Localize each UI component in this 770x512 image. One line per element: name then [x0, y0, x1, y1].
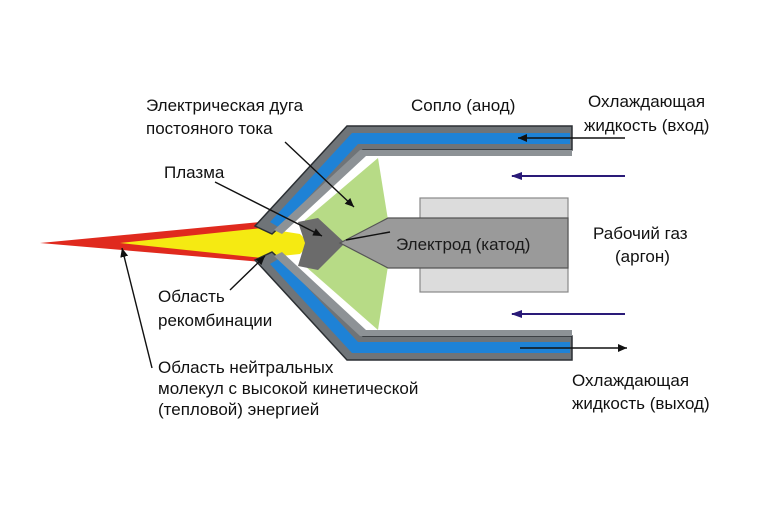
neutral-label-line2: молекул с высокой кинетической — [158, 379, 418, 398]
nozzle-label: Сопло (анод) — [411, 96, 515, 115]
coolant-out-label-line2: жидкость (выход) — [572, 394, 710, 413]
neutral-label-line3: (тепловой) энергией — [158, 400, 319, 419]
coolant-out-label-line1: Охлаждающая — [572, 371, 689, 390]
recombination-label-line1: Область — [158, 287, 225, 306]
leader-arc — [284, 141, 355, 208]
work-gas-label-line2: (аргон) — [615, 247, 670, 266]
coolant-channel-lower — [270, 258, 570, 353]
nozzle-upper-inner-wall — [274, 150, 572, 234]
neutral-label-line1: Область нейтральных — [158, 358, 334, 377]
work-gas-label-line1: Рабочий газ — [593, 224, 688, 243]
arc-label-line1: Электрическая дуга — [146, 96, 304, 115]
leader-plasma — [214, 181, 323, 237]
recombination-label-line2: рекомбинации — [158, 311, 272, 330]
coolant-in-label-line1: Охлаждающая — [588, 92, 705, 111]
coolant-channel-upper — [270, 133, 570, 228]
leader-neutral — [120, 247, 153, 369]
leader-recombination — [229, 255, 266, 291]
arc-label-line2: постояного тока — [146, 119, 273, 138]
flame-inner — [120, 228, 310, 258]
electrode-label: Электрод (катод) — [396, 235, 530, 254]
plasma-core — [298, 218, 345, 270]
leader-plasma-cathode — [345, 231, 391, 241]
plasma-label: Плазма — [164, 163, 225, 182]
electrode-tip — [338, 217, 569, 269]
nozzle-lower-inner-wall — [274, 252, 572, 336]
coolant-in-label-line2: жидкость (вход) — [584, 116, 709, 135]
